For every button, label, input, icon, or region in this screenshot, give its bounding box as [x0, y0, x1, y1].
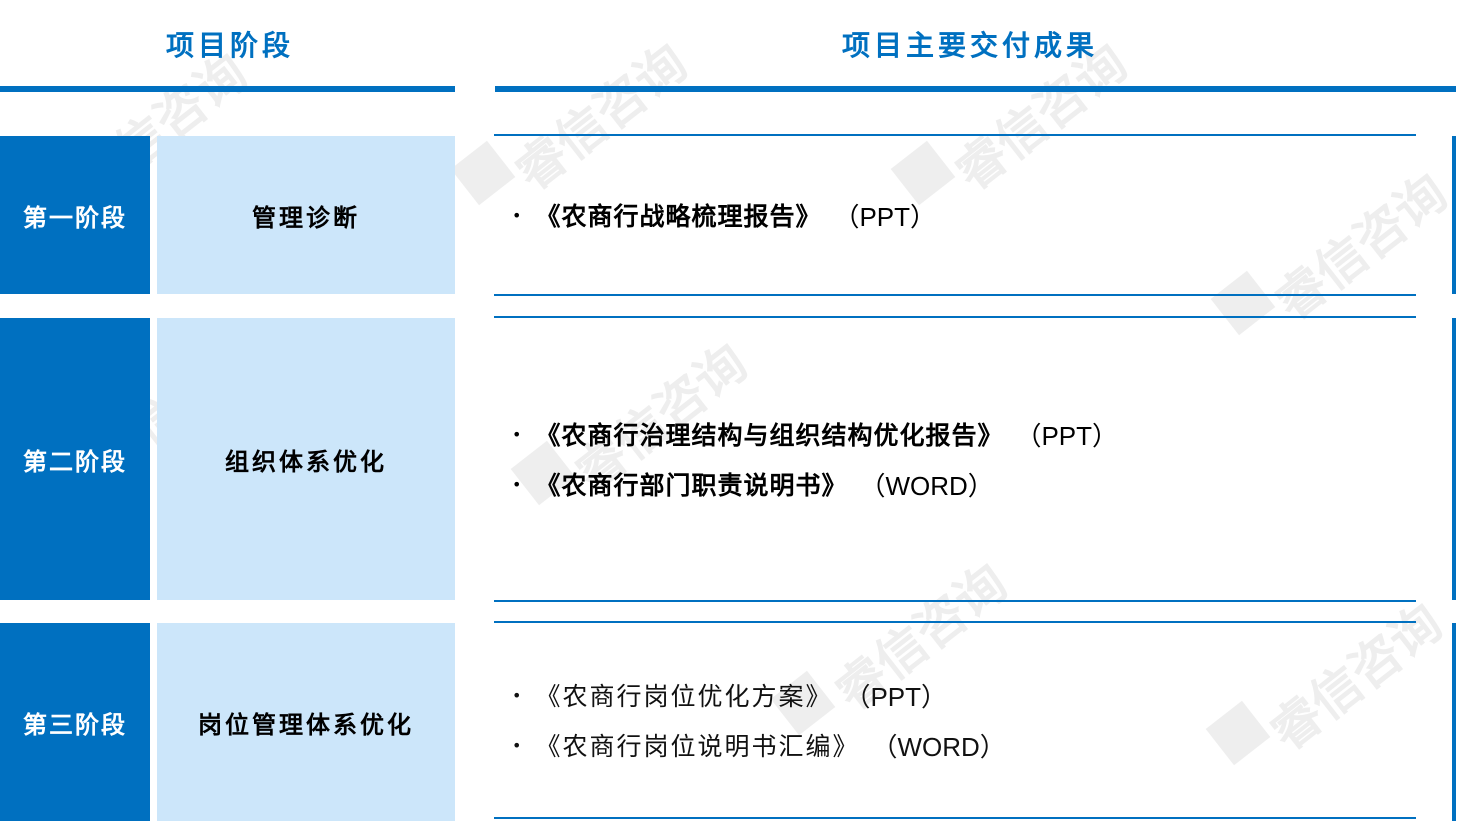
deliverable-format: （PPT）	[833, 201, 937, 232]
deliverable-item: • 《农商行岗位优化方案》 （PPT）	[512, 670, 1416, 720]
deliverables-box: • 《农商行战略梳理报告》 （PPT）	[494, 134, 1416, 296]
deliverable-item: • 《农商行治理结构与组织结构优化报告》 （PPT）	[512, 409, 1416, 459]
deliverables-box: • 《农商行治理结构与组织结构优化报告》 （PPT） • 《农商行部门职责说明书…	[494, 316, 1416, 602]
phase-label: 组织体系优化	[157, 318, 455, 600]
phase-label: 管理诊断	[157, 136, 455, 294]
stage-label: 第二阶段	[0, 318, 150, 600]
stage-label: 第一阶段	[0, 136, 150, 294]
deliverable-format: （PPT）	[1015, 420, 1119, 451]
deliverable-name: 《农商行岗位说明书汇编》	[535, 732, 860, 761]
bullet-icon: •	[512, 474, 522, 494]
deliverable-name: 《农商行战略梳理报告》	[535, 202, 822, 231]
row-side-bar	[1452, 136, 1456, 294]
deliverable-format: （WORD）	[859, 470, 994, 501]
deliverables-column-header: 项目主要交付成果	[841, 29, 1098, 62]
bullet-icon: •	[512, 685, 522, 705]
row-side-bar	[1452, 318, 1456, 600]
deliverable-item: • 《农商行岗位说明书汇编》 （WORD）	[512, 720, 1416, 770]
bullet-icon: •	[512, 205, 522, 225]
header-divider-left	[0, 86, 455, 92]
deliverable-format: （PPT）	[844, 681, 948, 712]
deliverables-box: • 《农商行岗位优化方案》 （PPT） • 《农商行岗位说明书汇编》 （WORD…	[494, 621, 1416, 819]
deliverable-name: 《农商行治理结构与组织结构优化报告》	[535, 421, 1004, 450]
header-divider-right	[495, 86, 1456, 92]
bullet-icon: •	[512, 735, 522, 755]
row-side-bar	[1452, 623, 1456, 821]
deliverable-item: • 《农商行战略梳理报告》 （PPT）	[512, 190, 1416, 240]
deliverable-name: 《农商行部门职责说明书》	[535, 471, 848, 500]
deliverable-format: （WORD）	[871, 731, 1006, 762]
stage-label: 第三阶段	[0, 623, 150, 821]
stage-column-header: 项目阶段	[165, 29, 294, 62]
bullet-icon: •	[512, 424, 522, 444]
deliverable-name: 《农商行岗位优化方案》	[535, 682, 833, 711]
deliverable-item: • 《农商行部门职责说明书》 （WORD）	[512, 459, 1416, 509]
phase-label: 岗位管理体系优化	[157, 623, 455, 821]
